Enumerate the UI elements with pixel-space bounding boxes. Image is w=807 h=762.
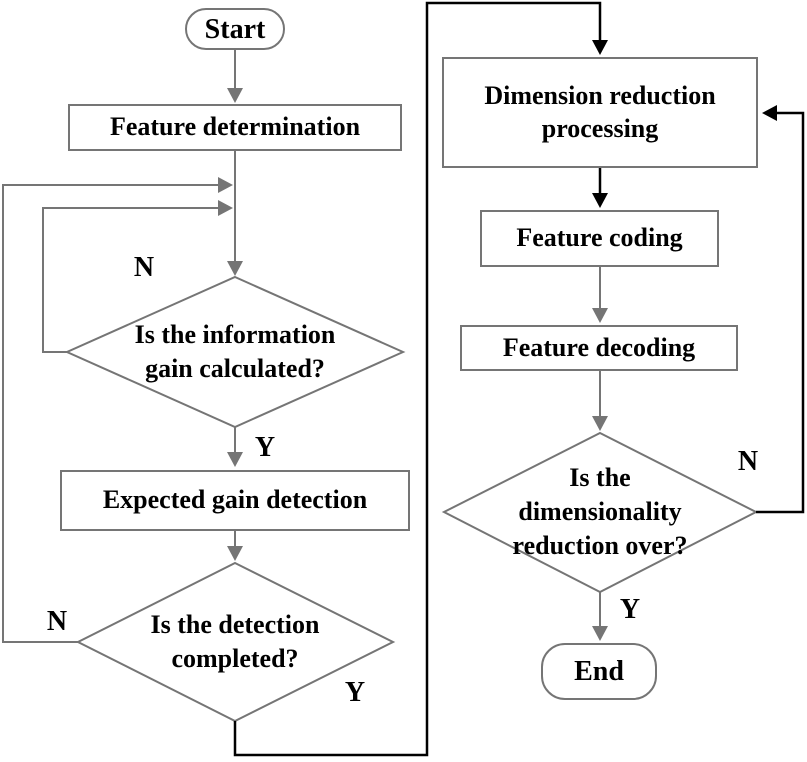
arrowhead-into-feature-decoding [592, 308, 608, 323]
arrowhead-into-feature-determination [227, 88, 243, 103]
dimensionality-decision-line2: dimensionality [518, 497, 682, 527]
node-feature-coding-label: Feature coding [516, 223, 683, 253]
arrowhead-into-end [592, 626, 608, 641]
edge-info-gain-no-loop [42, 207, 219, 353]
node-feature-decoding-label: Feature decoding [502, 332, 696, 362]
dimensionality-decision-line1: Is the [569, 463, 631, 493]
node-start-label: Start [204, 13, 266, 45]
arrowhead-into-feature-coding [592, 193, 608, 208]
detection-decision-line1: Is the detection [150, 610, 320, 640]
arrowhead-merge-inner-loop [218, 200, 233, 216]
edge-label-info-gain-no: N [133, 252, 155, 283]
node-dimensionality-decision-label: Is the dimensionality reduction over? [460, 460, 740, 564]
node-expected-gain-detection-label: Expected gain detection [102, 485, 368, 515]
dimensionality-decision-line3: reduction over? [512, 530, 688, 560]
arrowhead-into-dimension-reduction-right [762, 105, 777, 121]
node-feature-decoding: Feature decoding [460, 325, 738, 371]
node-dimension-reduction-line2: processing [541, 113, 659, 143]
node-start: Start [185, 8, 285, 50]
node-info-gain-decision-label: Is the information gain calculated? [75, 312, 395, 392]
node-dimension-reduction-line1: Dimension reduction [484, 81, 716, 110]
detection-decision-line2: completed? [171, 644, 299, 673]
node-end-label: End [574, 656, 624, 687]
node-feature-determination: Feature determination [68, 104, 402, 151]
node-detection-decision-label: Is the detection completed? [85, 602, 385, 682]
arrowhead-into-info-gain-decision [227, 261, 243, 276]
edge-detection-yes-route [233, 1, 602, 757]
edge-label-detection-no: N [46, 606, 68, 637]
arrowhead-into-dimensionality-decision [592, 416, 608, 431]
edge-label-detection-yes: Y [344, 677, 366, 708]
node-end: End [541, 643, 657, 700]
node-expected-gain-detection: Expected gain detection [60, 470, 410, 531]
info-gain-decision-line2: gain calculated? [145, 354, 325, 383]
edge-dimensionality-no-loop [756, 111, 805, 514]
edge-label-dimensionality-yes: Y [619, 594, 641, 625]
arrowhead-merge-outer-loop [218, 177, 233, 193]
info-gain-decision-line1: Is the information [134, 320, 336, 350]
node-feature-coding: Feature coding [480, 210, 719, 267]
arrowhead-into-expected-gain [227, 452, 243, 467]
edge-label-dimensionality-no: N [737, 446, 759, 477]
node-dimension-reduction: Dimension reduction processing [442, 57, 758, 168]
edge-label-info-gain-yes: Y [254, 432, 276, 463]
edge-detection-no-loop [2, 184, 219, 643]
arrowhead-into-detection-decision [227, 546, 243, 561]
node-feature-determination-label: Feature determination [109, 112, 361, 142]
arrowhead-into-dimension-reduction-top [592, 40, 608, 55]
